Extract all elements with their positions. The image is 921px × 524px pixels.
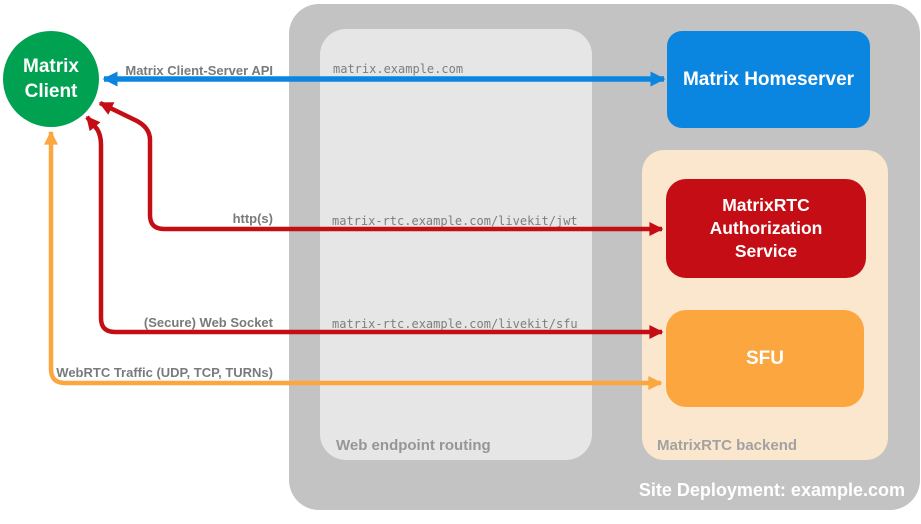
sfu-node: SFU bbox=[666, 310, 864, 407]
webrtc-traffic-arrow-label: WebRTC Traffic (UDP, TCP, TURNs) bbox=[56, 365, 273, 380]
web-endpoint-routing-container bbox=[320, 29, 592, 460]
matrix-client-node: Matrix Client bbox=[3, 31, 99, 127]
matrixrtc-backend-title: MatrixRTC backend bbox=[657, 437, 798, 454]
matrix-client-label-line2: Client bbox=[24, 81, 78, 102]
matrixrtc-authorization-service-label: MatrixRTC Authorization Service bbox=[709, 195, 823, 261]
endpoint-matrix-example-com: matrix.example.com bbox=[333, 62, 464, 76]
web-socket-arrow-label: (Secure) Web Socket bbox=[143, 315, 273, 330]
client-server-api-arrow-label: Matrix Client-Server API bbox=[125, 63, 273, 78]
matrix-client-label-line1: Matrix bbox=[23, 56, 79, 77]
matrix-homeserver-label: Matrix Homeserver bbox=[682, 68, 855, 90]
web-endpoint-routing-title: Web endpoint routing bbox=[336, 437, 491, 454]
endpoint-livekit-sfu: matrix-rtc.example.com/livekit/sfu bbox=[332, 317, 578, 331]
https-arrow-label: http(s) bbox=[232, 211, 273, 226]
site-deployment-title: Site Deployment: example.com bbox=[638, 480, 905, 500]
matrixrtc-authorization-service-node: MatrixRTC Authorization Service bbox=[666, 179, 866, 278]
sfu-label: SFU bbox=[746, 347, 784, 369]
endpoint-livekit-jwt: matrix-rtc.example.com/livekit/jwt bbox=[332, 214, 578, 228]
matrix-homeserver-node: Matrix Homeserver bbox=[667, 31, 870, 128]
